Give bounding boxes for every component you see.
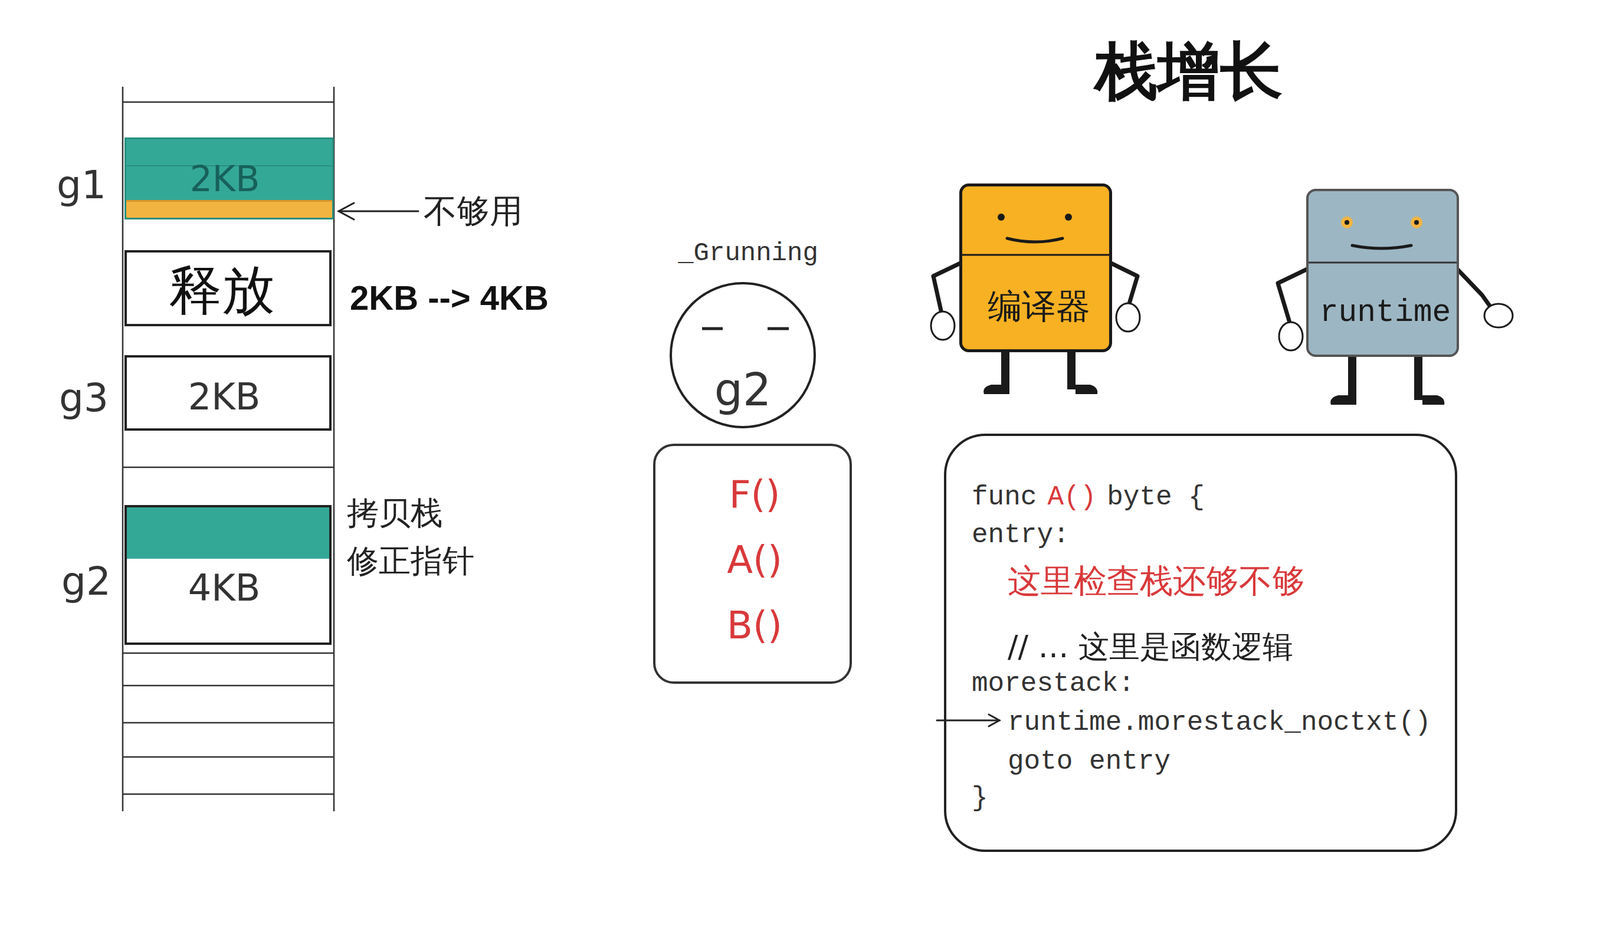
node-text: goto entry bbox=[1007, 746, 1171, 778]
node-text: func bbox=[971, 482, 1037, 514]
runtime-robot: runtime bbox=[1306, 188, 1459, 357]
node-text: } bbox=[971, 782, 989, 815]
node-text: B() bbox=[726, 604, 783, 648]
node-text: 释放 bbox=[168, 259, 275, 321]
node-text: A() bbox=[1047, 482, 1097, 514]
goroutine-circle: _Grunningg2 bbox=[668, 280, 818, 430]
shape-outline bbox=[962, 186, 1110, 352]
node-text: 这里检查栈还够不够 bbox=[1007, 562, 1306, 600]
title: 栈增长 bbox=[1094, 35, 1283, 108]
released-frame: 释放 bbox=[124, 250, 332, 327]
annotation-label: 2KB --> 4KB bbox=[349, 278, 549, 318]
node-text: 2KB bbox=[189, 158, 261, 200]
node-text: byte { bbox=[1106, 482, 1205, 514]
node-text: 4KB bbox=[188, 566, 261, 609]
compiler-robot: 编译器 bbox=[959, 183, 1113, 353]
node-text: A() bbox=[726, 538, 783, 583]
node-text: g3 bbox=[58, 375, 109, 421]
stack-frame: g12KB bbox=[124, 137, 334, 220]
node-text: g2 bbox=[714, 364, 772, 416]
annotation-label: 修正指针 bbox=[346, 542, 475, 580]
stack-frame: g24KB bbox=[124, 505, 332, 645]
node-text: g2 bbox=[61, 559, 111, 605]
fill-band bbox=[126, 507, 330, 559]
shape-outline bbox=[1308, 191, 1457, 357]
fill-band bbox=[126, 200, 333, 218]
node-text: 编译器 bbox=[987, 286, 1091, 327]
node-text: // … 这里是函数逻辑 bbox=[1007, 629, 1294, 665]
node-text: runtime.morestack_noctxt() bbox=[1007, 707, 1432, 739]
stack-frame: g32KB bbox=[124, 355, 332, 431]
node-text: runtime bbox=[1319, 294, 1452, 331]
node-text: F() bbox=[729, 473, 781, 517]
annotation-label: 拷贝栈 bbox=[346, 494, 443, 532]
annotation-label: 不够用 bbox=[423, 192, 523, 231]
call-stack-box: F() A() B() bbox=[653, 443, 852, 684]
code-box: func A() byte { entry: 这里检查栈还够不够 // … 这里是函数逻辑… bbox=[943, 433, 1458, 852]
node-text: _Grunning bbox=[677, 238, 819, 269]
node-text: morestack: bbox=[971, 668, 1135, 700]
node-text: g1 bbox=[56, 162, 107, 208]
node-text: entry: bbox=[971, 519, 1070, 552]
node-text: 2KB bbox=[188, 375, 261, 418]
